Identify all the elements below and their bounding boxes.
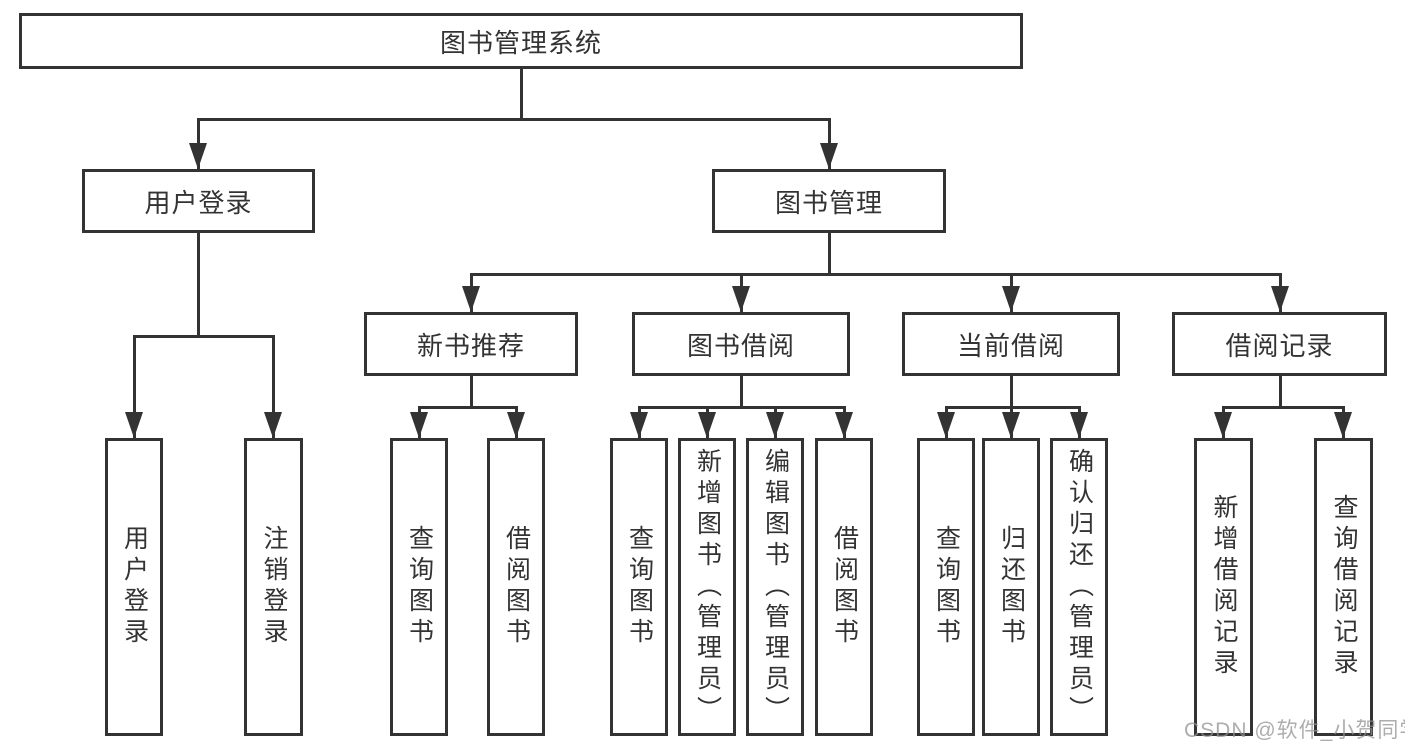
arrow-down-icon: [1002, 412, 1020, 438]
connector-line-v: [520, 69, 523, 121]
connector-line-v: [272, 335, 275, 438]
leaf-current-query-books: 查询图书: [917, 438, 975, 736]
connector-line-h: [133, 335, 275, 338]
node-current-borrowing: 当前借阅: [902, 312, 1120, 376]
leaf-confirm-return-admin: 确认归还（管理员）: [1050, 438, 1108, 736]
arrow-down-icon: [630, 412, 648, 438]
arrow-down-icon: [462, 286, 480, 312]
node-book-management: 图书管理: [712, 169, 946, 233]
connector-line-h: [470, 273, 1282, 276]
connector-line-h: [418, 406, 518, 409]
connector-line-v: [1010, 376, 1013, 409]
csdn-watermark: CSDN @软件_小贺同学: [1184, 719, 1405, 742]
leaf-logout: 注销登录: [244, 438, 303, 736]
arrow-down-icon: [698, 412, 716, 438]
connector-line-v: [197, 233, 200, 338]
arrow-down-icon: [1334, 412, 1352, 438]
arrow-down-icon: [507, 412, 525, 438]
connector-line-v: [740, 376, 743, 409]
leaf-add-books-admin: 新增图书（管理员）: [678, 438, 736, 736]
leaf-edit-books-admin: 编辑图书（管理员）: [746, 438, 804, 736]
connector-line-h: [945, 406, 1081, 409]
leaf-query-borrow-record: 查询借阅记录: [1314, 438, 1373, 736]
arrow-down-icon: [937, 412, 955, 438]
connector-line-v: [1279, 376, 1282, 409]
arrow-down-icon: [410, 412, 428, 438]
leaf-add-borrow-record: 新增借阅记录: [1194, 438, 1253, 736]
node-borrowing-records: 借阅记录: [1172, 312, 1387, 376]
leaf-recommend-query-books: 查询图书: [390, 438, 448, 736]
arrow-down-icon: [820, 143, 838, 169]
connector-line-h: [1222, 406, 1345, 409]
arrow-down-icon: [1271, 286, 1289, 312]
arrow-down-icon: [264, 412, 282, 438]
leaf-user-login: 用户登录: [105, 438, 163, 736]
arrow-down-icon: [1214, 412, 1232, 438]
connector-line-v: [828, 233, 831, 276]
arrow-down-icon: [766, 412, 784, 438]
node-new-book-recommendation: 新书推荐: [364, 312, 578, 376]
connector-line-v: [133, 335, 136, 438]
arrow-down-icon: [732, 286, 750, 312]
leaf-borrow-query-books: 查询图书: [610, 438, 668, 736]
connector-line-h: [197, 118, 831, 121]
arrow-down-icon: [835, 412, 853, 438]
leaf-return-books: 归还图书: [982, 438, 1040, 736]
node-library-management-system: 图书管理系统: [19, 13, 1023, 69]
node-user-login: 用户登录: [82, 169, 315, 233]
leaf-recommend-borrow-books: 借阅图书: [487, 438, 545, 736]
connector-line-h: [638, 406, 846, 409]
arrow-down-icon: [1070, 412, 1088, 438]
arrow-down-icon: [1002, 286, 1020, 312]
connector-line-v: [470, 376, 473, 409]
node-book-borrowing: 图书借阅: [632, 312, 850, 376]
leaf-borrow-borrow-books: 借阅图书: [815, 438, 873, 736]
arrow-down-icon: [189, 143, 207, 169]
arrow-down-icon: [125, 412, 143, 438]
